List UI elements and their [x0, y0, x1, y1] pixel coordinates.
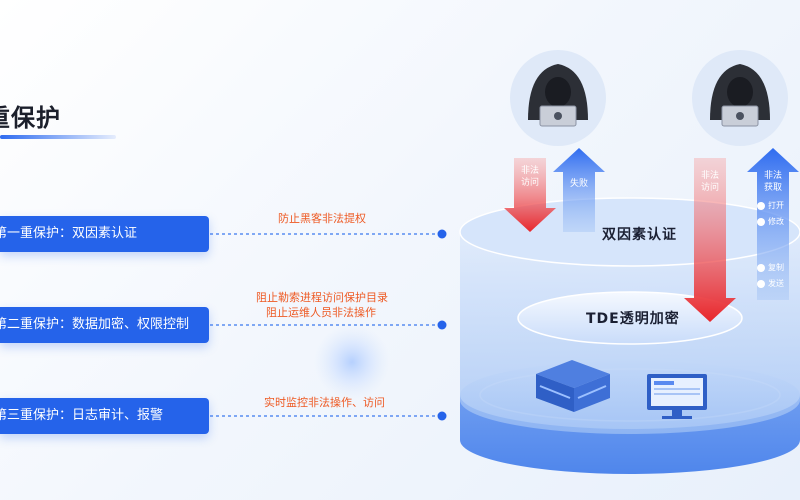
monitor-icon [647, 374, 707, 419]
side-action-modify: 修改 [768, 217, 784, 226]
right-down-arrow-label: 非法访问 [700, 171, 719, 193]
left-up-arrow-label: 失败 [569, 179, 588, 189]
connector-dot-3 [437, 411, 447, 421]
layer-3-box: 第三重保护：日志审计、报警 [0, 398, 209, 434]
side-action-copy: 复制 [768, 263, 784, 272]
layer-1-label: 第一重保护：双因素认证 [0, 226, 138, 241]
connector-dot-1 [437, 229, 447, 239]
side-action-send: 发送 [768, 279, 784, 288]
hacker-left [510, 50, 606, 146]
disk-top-label: 双因素认证 [602, 227, 677, 243]
right-up-arrow-label: 非法获取 [763, 171, 782, 193]
open-action-icon [757, 202, 765, 210]
side-action-open: 打开 [768, 201, 784, 210]
layer-2-label: 第二重保护：数据加密、权限控制 [0, 317, 190, 332]
layer-2-threat-line-1: 阻止勒索进程访问保护目录 [256, 291, 388, 304]
server-icon [536, 360, 610, 412]
layer-1-box: 第一重保护：双因素认证 [0, 216, 209, 252]
title-underline [0, 135, 116, 139]
page-title: 重保护 [0, 104, 61, 132]
right-illegal-access-arrow [684, 158, 736, 322]
tde-disk [517, 291, 743, 345]
left-failed-arrow [553, 148, 605, 232]
modify-action-icon [757, 218, 765, 226]
right-illegal-obtain-arrow [747, 148, 799, 300]
layer-2-threat-line-2: 阻止运维人员非法操作 [266, 306, 376, 319]
disk-middle-label: TDE透明加密 [586, 311, 680, 327]
layer-3-label: 第三重保护：日志审计、报警 [0, 408, 164, 423]
left-down-arrow-label: 非法访问 [520, 166, 539, 188]
copy-action-icon [757, 264, 765, 272]
layer-3-threat: 实时监控非法操作、访问 [264, 396, 385, 409]
left-illegal-access-arrow [504, 158, 556, 232]
decorative-blob [314, 324, 390, 400]
connector-dot-2 [437, 320, 447, 330]
layer-1-threat: 防止黑客非法提权 [278, 212, 366, 225]
send-action-icon [757, 280, 765, 288]
layer-2-box: 第二重保护：数据加密、权限控制 [0, 307, 209, 343]
hacker-right [692, 50, 788, 146]
